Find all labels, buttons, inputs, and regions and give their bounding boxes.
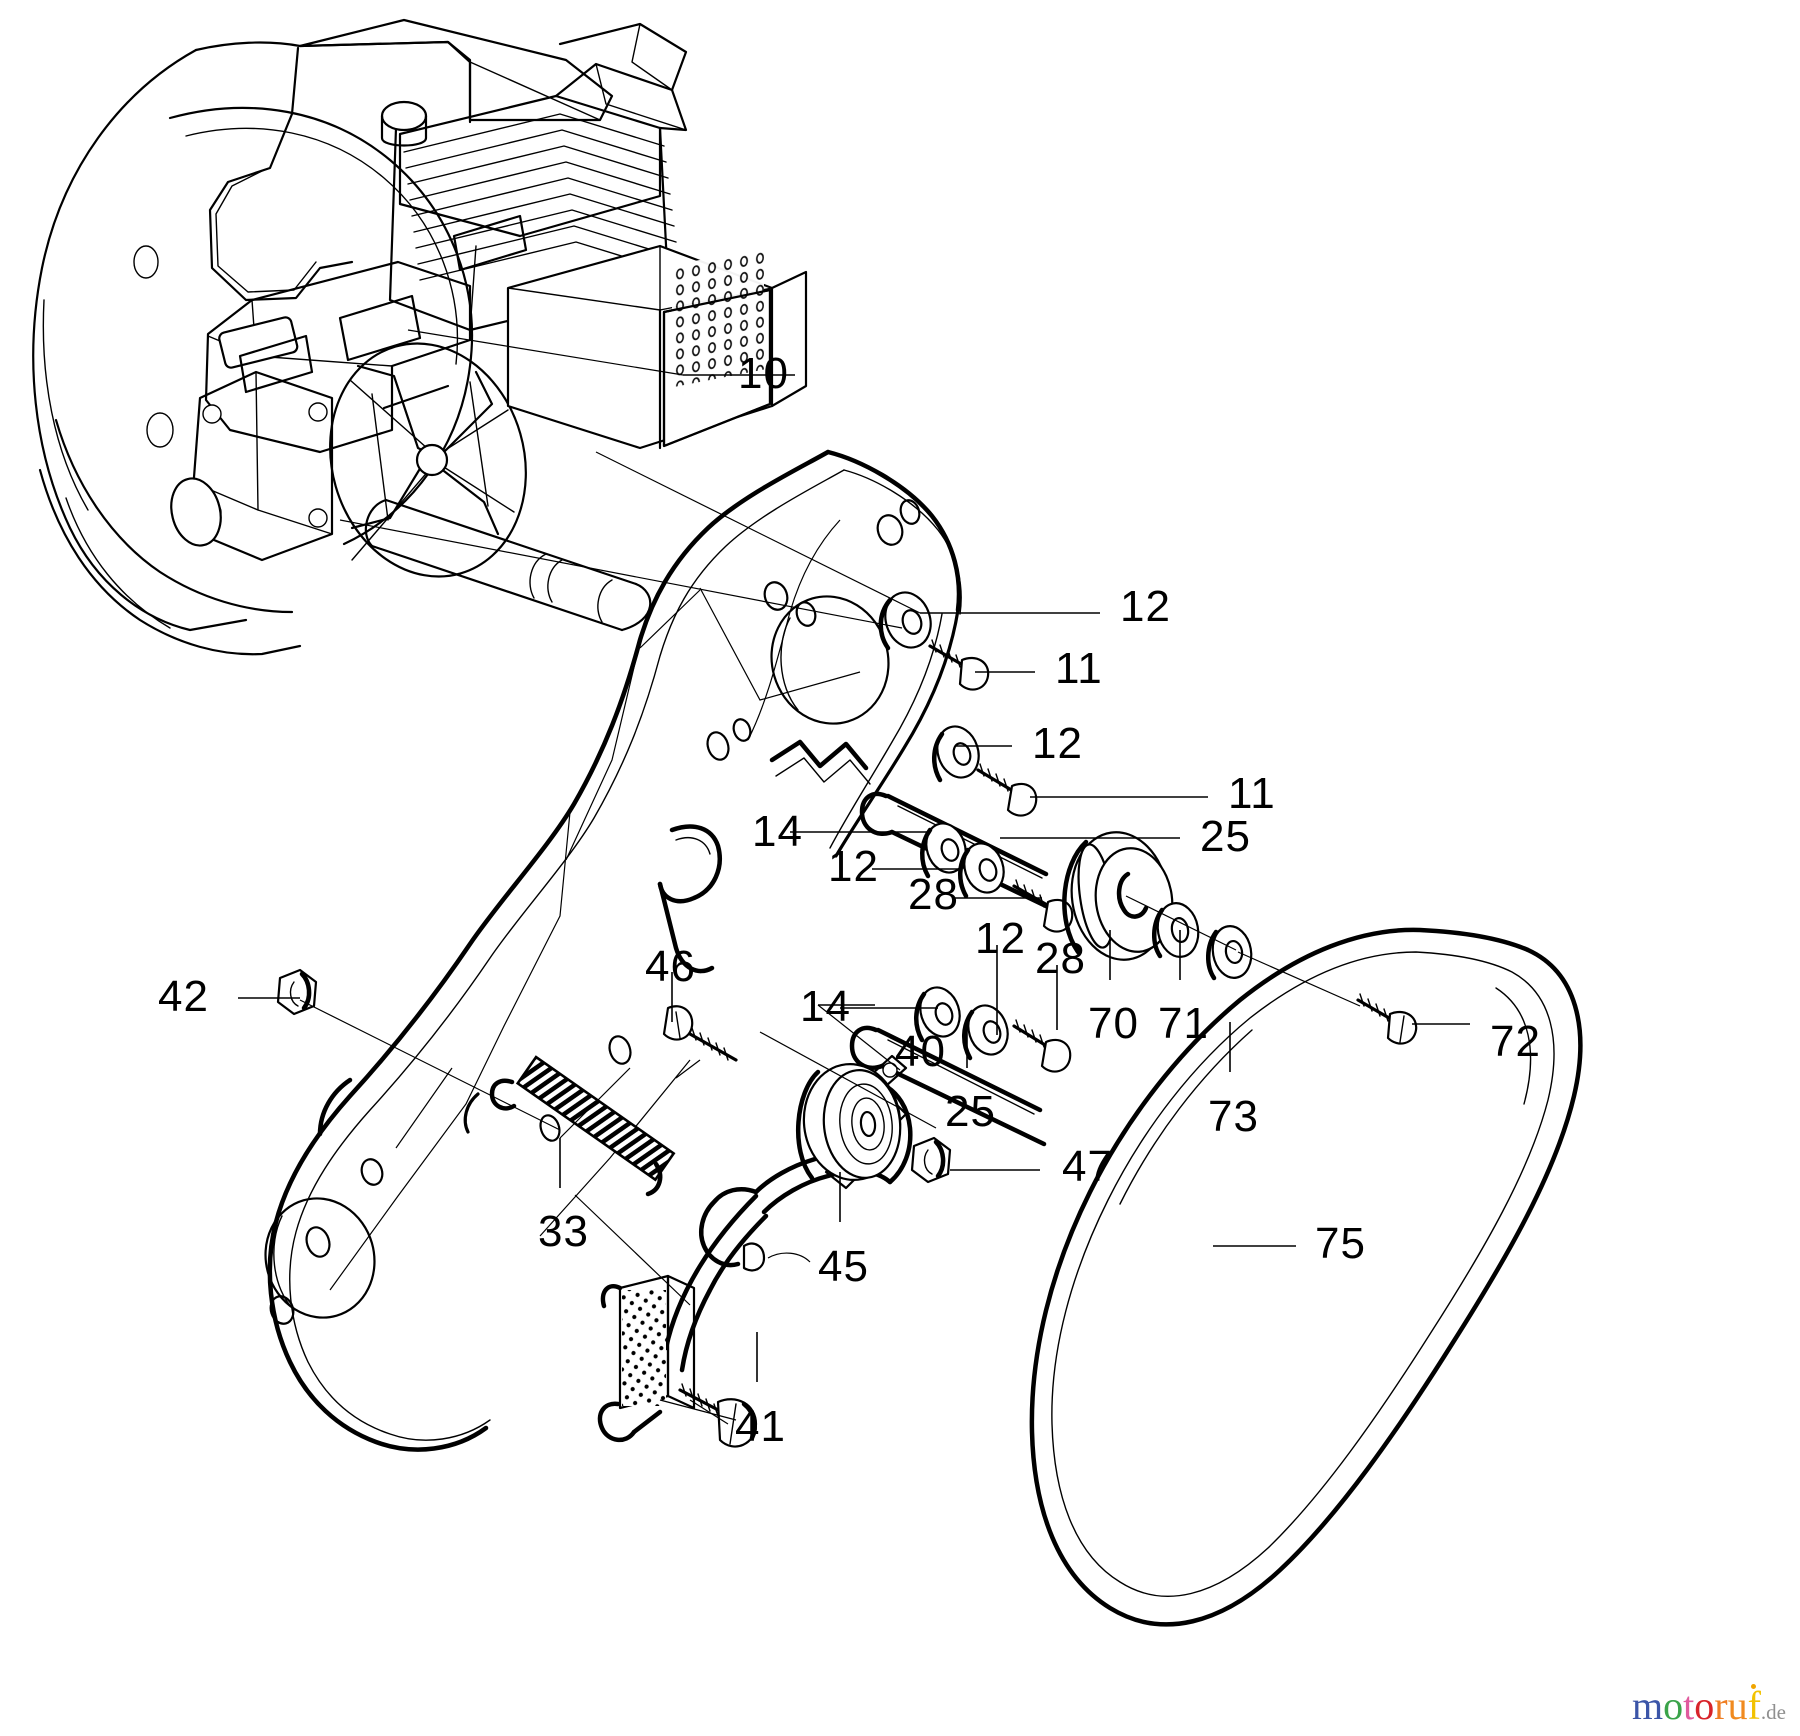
callout-33[interactable]: 33	[538, 1207, 589, 1256]
idler-pulley-45	[795, 1062, 902, 1182]
belt-guide-tab	[657, 824, 722, 974]
callout-12-d[interactable]: 12	[975, 914, 1026, 963]
callout-73[interactable]: 73	[1208, 1092, 1259, 1141]
callout-41[interactable]: 41	[735, 1402, 786, 1451]
callout-71[interactable]: 71	[1158, 999, 1209, 1048]
washer-12-a	[878, 591, 932, 651]
motoruf-logo[interactable]: motoruf.de	[1632, 1683, 1786, 1728]
frame-bracket-plate	[264, 449, 962, 1452]
callout-25-a[interactable]: 25	[1200, 812, 1251, 861]
washer-73	[1206, 925, 1253, 981]
screw-46	[662, 1005, 738, 1062]
brake-arm-40	[597, 1054, 913, 1442]
callout-10[interactable]: 10	[738, 349, 789, 398]
leader-lines	[238, 329, 1470, 1425]
muffler-barrel	[364, 498, 652, 632]
nut-47	[910, 1136, 952, 1184]
callout-72[interactable]: 72	[1490, 1017, 1541, 1066]
washer-71	[1152, 902, 1200, 959]
callout-46[interactable]: 46	[645, 942, 696, 991]
screw-11-a	[928, 639, 990, 691]
washer-25-lower	[962, 1004, 1009, 1061]
callout-25-b[interactable]: 25	[945, 1087, 996, 1136]
washer-28-c	[958, 842, 1005, 899]
callout-11-a[interactable]: 11	[1055, 644, 1103, 693]
callout-28-b[interactable]: 28	[1035, 934, 1086, 983]
callout-12-b[interactable]: 12	[1032, 719, 1083, 768]
logo-tld: .de	[1760, 1700, 1786, 1724]
logo-letter-m: m	[1632, 1683, 1664, 1728]
screw-72	[1356, 993, 1418, 1045]
callout-42[interactable]: 42	[158, 972, 209, 1021]
washer-12-b	[932, 725, 980, 783]
logo-letter-f: f	[1747, 1683, 1761, 1728]
washer-12-lower	[914, 986, 961, 1043]
engine-blower-housing-group	[32, 18, 808, 656]
callout-70[interactable]: 70	[1088, 999, 1139, 1048]
logo-letter-u: u	[1727, 1683, 1748, 1728]
callout-14-b[interactable]: 14	[800, 982, 851, 1031]
v-belt-75	[1029, 927, 1583, 1627]
callout-28-a[interactable]: 28	[908, 870, 959, 919]
callout-12-a[interactable]: 12	[1120, 582, 1171, 631]
tension-spring-33	[489, 1055, 676, 1197]
callout-47[interactable]: 47	[1062, 1142, 1113, 1191]
callout-40[interactable]: 40	[895, 1027, 946, 1076]
logo-letter-o2: o	[1694, 1683, 1715, 1728]
screw-28-lower	[1012, 1019, 1072, 1073]
logo-letter-r: r	[1714, 1683, 1728, 1728]
callout-11-b[interactable]: 11	[1228, 769, 1276, 818]
screw-11-b	[976, 763, 1038, 817]
washer-12-c	[920, 822, 967, 879]
callout-75[interactable]: 75	[1315, 1219, 1366, 1268]
muffler-perforated-shield	[506, 244, 808, 450]
logo-letter-t: t	[1683, 1683, 1695, 1728]
logo-accent-dot	[1750, 1684, 1756, 1689]
screw-41	[678, 1383, 758, 1448]
callout-14-a[interactable]: 14	[752, 807, 803, 856]
nut-42	[276, 968, 318, 1016]
logo-letter-o1: o	[1663, 1683, 1684, 1728]
callout-12-c[interactable]: 12	[828, 842, 879, 891]
callout-45[interactable]: 45	[818, 1242, 869, 1291]
